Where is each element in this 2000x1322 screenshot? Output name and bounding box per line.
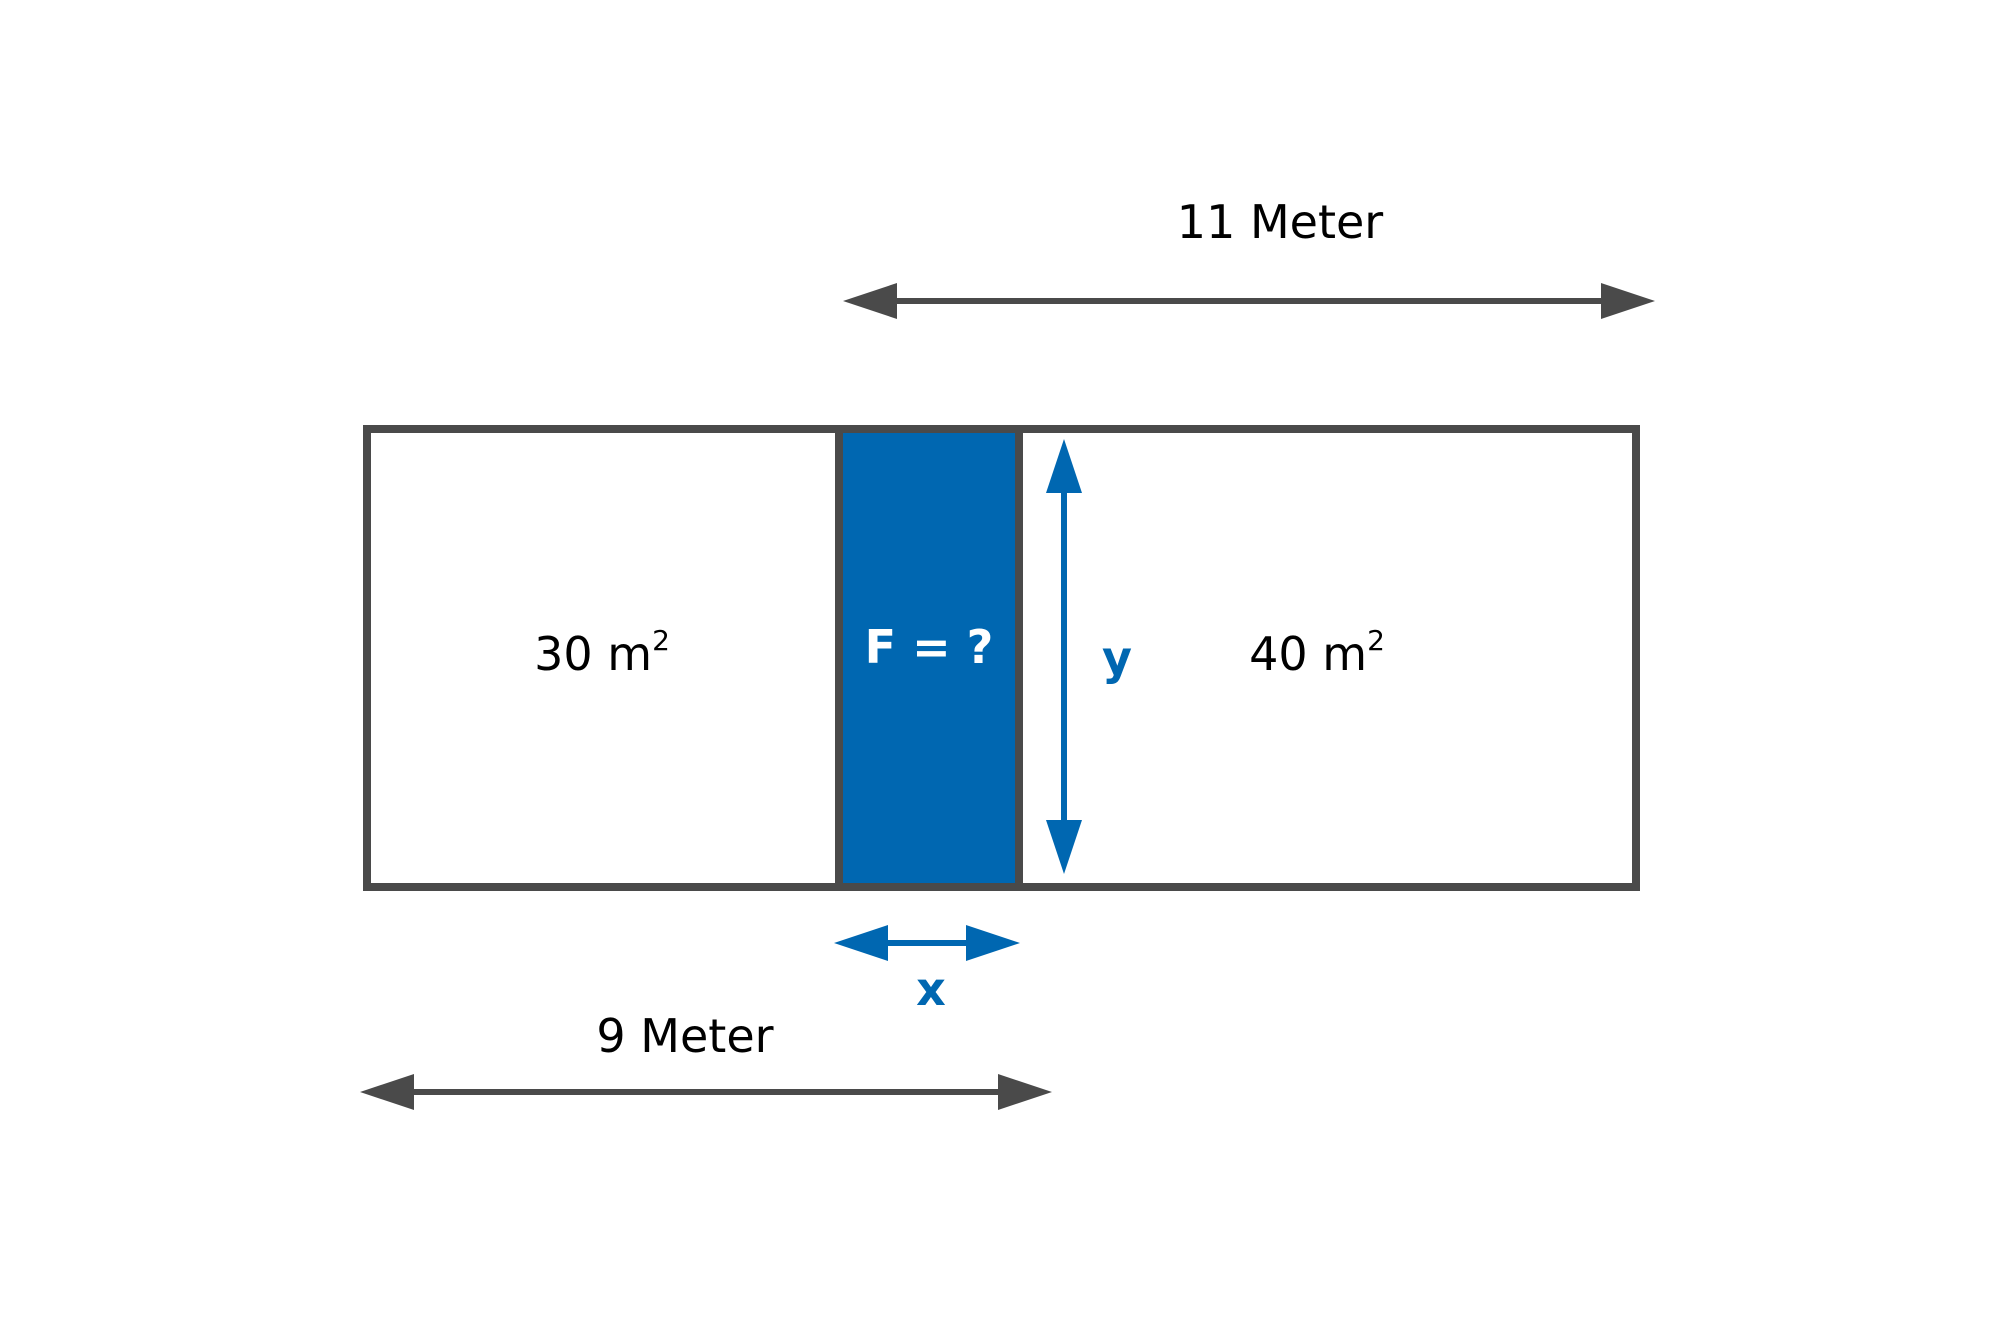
top-dimension: 11 Meter [843, 195, 1655, 319]
bottom-dimension: 9 Meter [360, 1009, 1052, 1110]
width-dimension-arrowhead-left [834, 925, 888, 961]
left-area-exponent: 2 [652, 624, 670, 657]
right-area-label: 40 m2 [1249, 624, 1385, 681]
middle-strip [835, 425, 1023, 891]
middle-area-label: F = ? [865, 620, 994, 674]
width-dimension: x [834, 925, 1020, 1016]
top-dimension-arrowhead-left [843, 283, 897, 319]
height-dimension: y [1046, 439, 1132, 874]
bottom-dimension-arrowhead-left [360, 1074, 414, 1110]
width-dimension-arrowhead-right [966, 925, 1020, 961]
left-area-value: 30 m [534, 627, 652, 681]
middle-region: F = ? [835, 425, 1023, 891]
height-dimension-arrowhead-top [1046, 439, 1082, 493]
width-variable-label: x [916, 962, 946, 1016]
left-area-label: 30 m2 [534, 624, 670, 681]
top-dimension-label: 11 Meter [1177, 195, 1383, 249]
height-dimension-arrowhead-bottom [1046, 820, 1082, 874]
bottom-dimension-label: 9 Meter [596, 1009, 773, 1063]
height-variable-label: y [1102, 631, 1132, 685]
bottom-dimension-arrowhead-right [998, 1074, 1052, 1110]
right-area-value: 40 m [1249, 627, 1367, 681]
right-area-exponent: 2 [1367, 624, 1385, 657]
top-dimension-arrowhead-right [1601, 283, 1655, 319]
